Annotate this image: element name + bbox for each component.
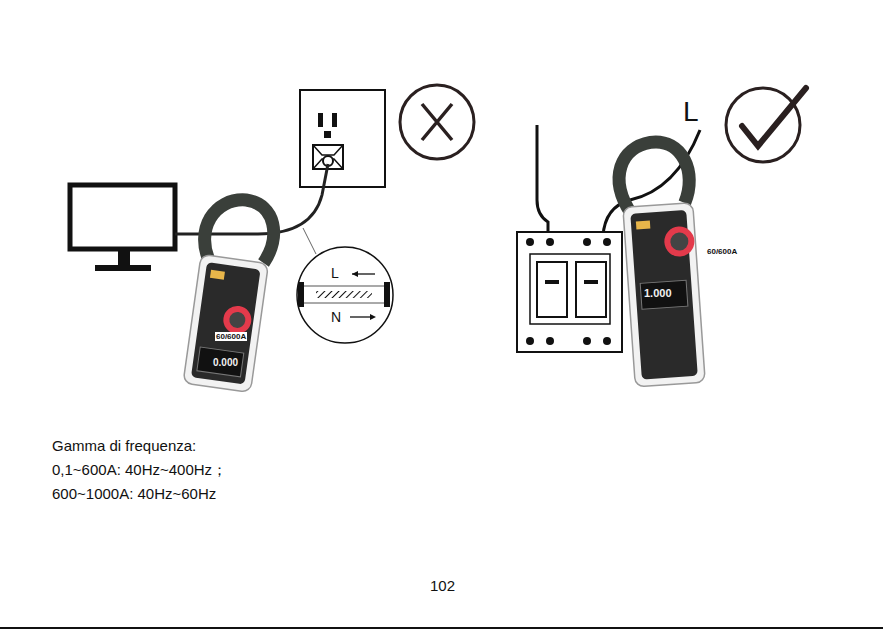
note-text: 600~1000A: 40Hz~60Hz [52,485,216,502]
correct-mark [726,88,806,162]
note-heading: Gamma di frequenza: [52,437,196,454]
range-label: 60/600A [215,332,247,341]
callout-label: L [331,265,339,281]
display-reading: 0.000 [212,357,239,369]
wrong-mark [400,85,474,159]
callout-label: N [331,309,341,325]
cable-detail [297,247,393,343]
page-number: 102 [430,577,455,594]
wall-outlet [300,90,385,187]
display-reading: 1.000 [643,287,673,300]
clamp-meter-left [183,195,278,393]
clamp-meter-right [617,140,706,387]
monitor [70,185,175,271]
note-text: 0,1~600A: 40Hz~400Hz； [52,461,227,478]
page-rule [0,627,883,629]
range-label: 60/600A [706,247,738,256]
wire-label: L [683,96,699,128]
